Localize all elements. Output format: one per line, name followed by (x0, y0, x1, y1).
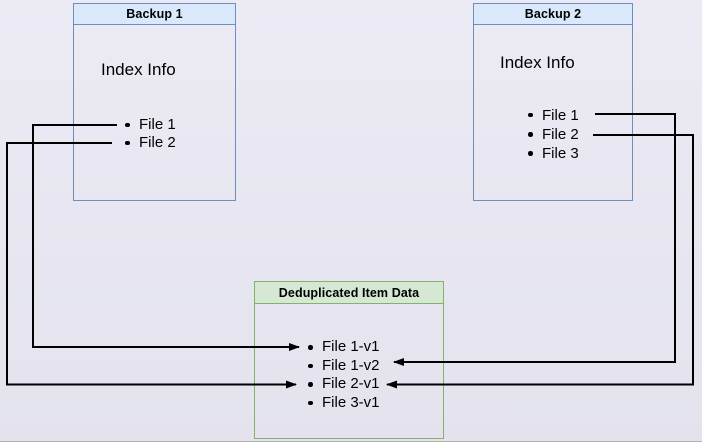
item-label: File 2 (139, 134, 176, 151)
bullet-icon (308, 400, 313, 405)
backup1-box: Backup 1 (73, 3, 236, 201)
item-label: File 1-v1 (322, 338, 380, 355)
backup1-header: Backup 1 (74, 4, 235, 25)
list-item: File 3 (528, 144, 579, 163)
bullet-icon (308, 363, 313, 368)
list-item: File 2-v1 (308, 375, 380, 394)
bullet-icon (528, 132, 533, 137)
backup2-title: Backup 2 (524, 7, 582, 21)
backup1-index-info-label: Index Info (101, 60, 176, 79)
list-item: File 1 (125, 116, 176, 134)
screen-bottom-edge (0, 440, 702, 442)
item-label: File 3-v1 (322, 393, 380, 411)
item-label: File 2 (542, 125, 579, 143)
backup1-title: Backup 1 (126, 7, 183, 21)
bullet-icon (125, 122, 130, 128)
list-item: File 1-v1 (308, 338, 380, 357)
list-item: File 1-v2 (308, 357, 380, 376)
item-label: File 1 (139, 116, 176, 133)
bullet-icon (528, 151, 533, 156)
dedup-title: Deduplicated Item Data (278, 285, 420, 300)
item-label: File 3 (542, 145, 579, 162)
item-label: File 1-v2 (322, 356, 380, 374)
bullet-icon (308, 345, 313, 350)
list-item: File 3-v1 (308, 394, 380, 413)
bullet-icon (125, 140, 130, 146)
list-item: File 2 (528, 125, 579, 144)
bullet-icon (528, 112, 533, 118)
item-label: File 2-v1 (322, 375, 380, 392)
bullet-icon (308, 382, 313, 387)
dedup-header: Deduplicated Item Data (255, 282, 443, 304)
backup2-index-info-label: Index Info (500, 53, 575, 72)
item-label: File 1 (542, 106, 579, 124)
backup2-header: Backup 2 (474, 4, 632, 25)
list-item: File 2 (125, 134, 176, 152)
backup2-box: Backup 2 (473, 3, 633, 201)
list-item: File 1 (528, 106, 579, 125)
